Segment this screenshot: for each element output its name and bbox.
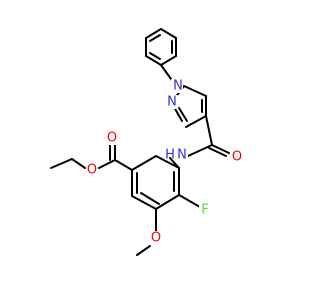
bond [208, 147, 227, 157]
bond [114, 159, 133, 171]
bond [173, 106, 183, 122]
bond [205, 115, 213, 146]
ester-group [50, 144, 133, 171]
bond [211, 144, 230, 154]
structure-svg: N N N H O O O O F [50, 28, 243, 256]
atom-o-ester-ether: O [87, 163, 97, 178]
atom-labels: N N N H O O O O F [86, 79, 243, 246]
bond [160, 55, 177, 66]
bond [160, 28, 177, 39]
bond [149, 52, 161, 60]
atom-f: F [201, 203, 208, 218]
bond [136, 245, 151, 256]
atom-nh: N [177, 148, 187, 163]
phenyl-ring [145, 28, 177, 66]
bond [187, 144, 213, 157]
bond [145, 55, 162, 66]
bond [131, 155, 157, 171]
bond [145, 28, 162, 39]
molecule-diagram: N N N H O O O O F [50, 28, 243, 256]
bond [140, 192, 160, 205]
amide-group [187, 115, 230, 157]
bond [71, 158, 86, 169]
bond [98, 159, 116, 169]
bond [178, 107, 188, 122]
atom-o-ester-carbonyl: O [107, 131, 117, 146]
atom-n2: N [167, 95, 177, 110]
atom-n1: N [173, 79, 183, 94]
bond [149, 34, 161, 42]
bond [155, 194, 180, 210]
methoxy-group [136, 208, 157, 256]
atom-o-amide: O [232, 150, 242, 165]
bond [50, 158, 73, 169]
benzene-ring [131, 155, 180, 210]
bond [178, 194, 201, 208]
bond [185, 115, 207, 128]
bond [131, 195, 157, 210]
bond [155, 155, 180, 169]
bond [169, 157, 180, 169]
atom-h: H [165, 148, 175, 163]
atom-o-methoxy: O [151, 231, 161, 246]
bond [183, 85, 207, 97]
